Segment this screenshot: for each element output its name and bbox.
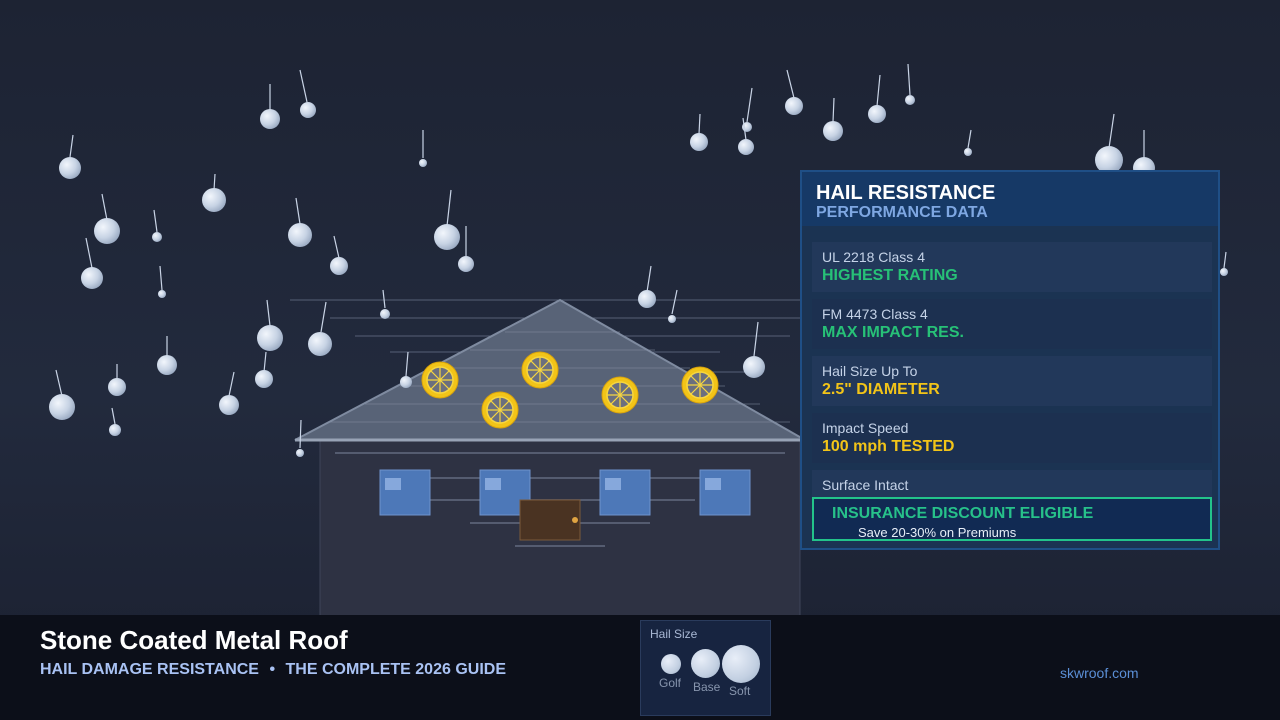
hail-label-golf: Golf <box>659 676 682 690</box>
subtitle-left: HAIL DAMAGE RESISTANCE <box>40 661 259 678</box>
hail-ball-golf <box>661 654 681 674</box>
panel-subtitle: PERFORMANCE DATA <box>816 204 988 221</box>
stat-label: Surface Intact <box>822 477 909 493</box>
insurance-discount-banner: INSURANCE DISCOUNT ELIGIBLE Save 20-30% … <box>812 497 1212 541</box>
hail-ball-base <box>691 649 720 678</box>
house-door <box>519 499 581 541</box>
subtitle-separator: • <box>269 661 276 678</box>
discount-subtitle: Save 20-30% on Premiums <box>858 525 1017 540</box>
stat-label: Hail Size Up To <box>822 363 918 379</box>
website-link[interactable]: skwroof.com <box>1060 665 1139 681</box>
panel-title: HAIL RESISTANCE <box>816 182 996 204</box>
stat-label: Impact Speed <box>822 420 909 436</box>
stat-value: HIGHEST RATING <box>822 267 958 284</box>
impact-markers <box>421 351 719 429</box>
stat-label: FM 4473 Class 4 <box>822 306 928 322</box>
house-windows <box>379 469 751 516</box>
stat-hail-size: Hail Size Up To 2.5" DIAMETER <box>812 356 1212 406</box>
panel-header: HAIL RESISTANCE PERFORMANCE DATA <box>802 172 1218 226</box>
stat-value: 100 mph TESTED <box>822 438 955 455</box>
hail-size-title: Hail Size <box>650 627 698 641</box>
discount-title: INSURANCE DISCOUNT ELIGIBLE <box>832 505 1094 522</box>
stat-value: MAX IMPACT RES. <box>822 324 964 341</box>
hail-label-base: Base <box>693 680 721 694</box>
hail-ball-soft <box>722 645 760 683</box>
hail-resistance-panel: HAIL RESISTANCE PERFORMANCE DATA UL 2218… <box>800 170 1220 550</box>
stat-label: UL 2218 Class 4 <box>822 249 925 265</box>
hailstones <box>49 63 1228 457</box>
stat-impact-speed: Impact Speed 100 mph TESTED <box>812 413 1212 463</box>
page-title: Stone Coated Metal Roof <box>40 625 348 655</box>
page-subtitle: HAIL DAMAGE RESISTANCE • THE COMPLETE 20… <box>40 661 506 679</box>
subtitle-right: THE COMPLETE 2026 GUIDE <box>285 661 507 678</box>
stat-ul-2218: UL 2218 Class 4 HIGHEST RATING <box>812 242 1212 292</box>
hail-size-legend: Hail Size Golf Base Soft <box>640 620 771 716</box>
stat-value: 2.5" DIAMETER <box>822 381 940 398</box>
hail-label-soft: Soft <box>729 684 751 698</box>
stat-fm-4473: FM 4473 Class 4 MAX IMPACT RES. <box>812 299 1212 349</box>
